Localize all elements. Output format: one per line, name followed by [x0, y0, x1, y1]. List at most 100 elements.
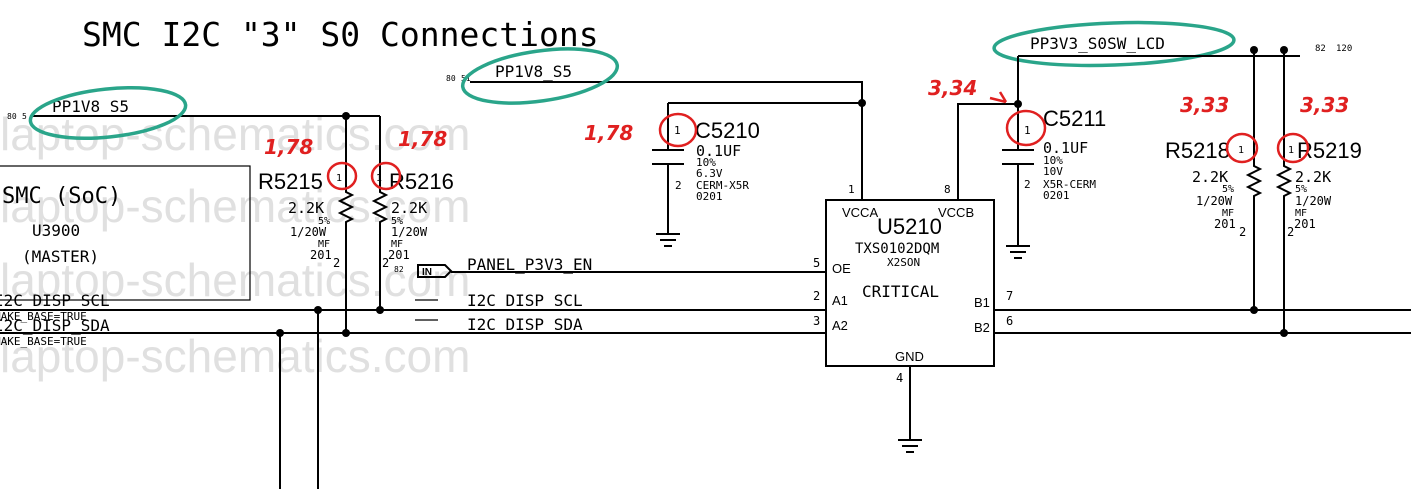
- c5210-value: 0.1UF: [696, 142, 741, 160]
- r5219-tol: 5%: [1295, 184, 1307, 195]
- c5211-capacitor-symbol: [1002, 149, 1034, 165]
- u5210-vccb-label: VCCB: [938, 205, 974, 220]
- panel-en-ref: 82: [394, 265, 404, 274]
- r5219-type: MF: [1295, 208, 1307, 219]
- u5210-a2-label: A2: [832, 318, 848, 333]
- make-base-1: MAKE_BASE=TRUE: [0, 310, 87, 323]
- net-label-sda-left: I2C_DISP_SDA: [0, 316, 110, 335]
- c5211-ground-icon: [1006, 245, 1030, 259]
- r5219-pkg: 201: [1294, 217, 1316, 231]
- r5218-pin1: 1: [1238, 145, 1244, 156]
- net-label-pp1v8-left: PP1V8_S5: [52, 97, 129, 116]
- c5210-pkg: 0201: [696, 190, 723, 203]
- c5211-ref: C5211: [1043, 106, 1106, 131]
- c5210-ground-icon: [656, 233, 680, 247]
- net-ref-pp1v8-left-a: 80: [7, 112, 17, 121]
- c5210-type: CERM-X5R: [696, 179, 749, 192]
- c5211-value: 0.1UF: [1043, 139, 1088, 157]
- r5215-value: 2.2K: [288, 199, 324, 217]
- u5210-gnd-label: GND: [895, 349, 924, 364]
- r5218-type: MF: [1222, 208, 1234, 219]
- r5216-pin2: 2: [382, 256, 389, 270]
- u5210-a1-label: A1: [832, 293, 848, 308]
- net-ref-pp3v3-a: 82: [1315, 44, 1326, 54]
- r5215-pin1: 1: [336, 173, 342, 184]
- net-label-scl-left: I2C_DISP_SCL: [0, 291, 110, 310]
- smc-block: [0, 165, 251, 301]
- r5219-pin1: 1: [1288, 145, 1294, 156]
- smc-name: SMC (SoC): [2, 184, 121, 209]
- r5218-ref: R5218: [1165, 138, 1230, 163]
- r5216-pin1: 1: [376, 173, 382, 184]
- circle-r5218-pin1: [1225, 132, 1259, 164]
- r5219-resistor-symbol: [1275, 50, 1293, 330]
- net-ref-pp1v8-left-b: 5: [22, 112, 27, 121]
- u5210-pin-b2: 6: [1006, 314, 1013, 328]
- net-label-panel-en: PANEL_P3V3_EN: [467, 255, 592, 274]
- c5211-voltage: 10V: [1043, 165, 1063, 178]
- r5215-tol: 5%: [318, 216, 330, 227]
- smc-role: (MASTER): [22, 247, 99, 266]
- annotation-r5219: 3,33: [1300, 93, 1349, 117]
- annotation-r5218: 3,33: [1180, 93, 1229, 117]
- junction-dot: [1280, 329, 1288, 337]
- circle-c5210-pin1: [658, 112, 698, 148]
- net-label-pp3v3: PP3V3_S0SW_LCD: [1030, 34, 1165, 53]
- c5211-type: X5R-CERM: [1043, 178, 1096, 191]
- u5210-oe-label: OE: [832, 261, 851, 276]
- r5218-value: 2.2K: [1192, 168, 1228, 186]
- u5210-part: TXS0102DQM: [855, 241, 939, 257]
- in-port-label: IN: [422, 267, 432, 278]
- make-base-2: MAKE_BASE=TRUE: [0, 335, 87, 348]
- r5216-type: MF: [391, 239, 403, 250]
- r5216-pkg: 201: [388, 248, 410, 262]
- r5219-pin2: 2: [1287, 225, 1294, 239]
- highlight-pp1v8-mid: [460, 47, 620, 105]
- c5210-voltage: 6.3V: [696, 167, 723, 180]
- net-label-scl: I2C_DISP_SCL: [467, 291, 583, 310]
- highlight-pp3v3: [992, 20, 1236, 68]
- u5210-pin-b1: 7: [1006, 289, 1013, 303]
- u5210-ground-icon: [898, 439, 922, 453]
- c5210-pin2: 2: [675, 179, 682, 192]
- r5216-power: 1/20W: [391, 225, 428, 239]
- c5211-tol: 10%: [1043, 154, 1063, 167]
- net-dash-marker: [415, 299, 438, 334]
- r5219-power: 1/20W: [1295, 194, 1332, 208]
- net-label-sda: I2C_DISP_SDA: [467, 315, 583, 334]
- u5210-pin-a1: 2: [813, 289, 820, 303]
- r5218-power: 1/20W: [1196, 194, 1233, 208]
- r5215-resistor-symbol: [337, 180, 355, 260]
- u5210-pkg: X2SON: [887, 256, 920, 269]
- watermark-text-3: laptop-schematics.com: [0, 254, 470, 306]
- annotation-r5216: 1,78: [398, 127, 447, 151]
- r5218-tol: 5%: [1222, 184, 1234, 195]
- c5211-pin1: 1: [1024, 124, 1031, 137]
- c5210-capacitor-symbol: [652, 149, 684, 165]
- u5210-pin-vccb: 8: [944, 183, 951, 196]
- r5215-pin2: 2: [333, 256, 340, 270]
- r5218-pin2: 2: [1239, 225, 1246, 239]
- r5219-value: 2.2K: [1295, 168, 1331, 186]
- c5210-pin1: 1: [674, 124, 681, 137]
- u5210-pin-oe: 5: [813, 256, 820, 270]
- page-title: SMC I2C "3" S0 Connections: [82, 15, 599, 54]
- wire-pp1v8-mid: [470, 81, 863, 200]
- c5211-pin2: 2: [1024, 178, 1031, 191]
- net-label-pp1v8-mid: PP1V8_S5: [495, 62, 572, 81]
- r5215-pkg: 201: [310, 248, 332, 262]
- annotation-c5210: 1,78: [584, 121, 633, 145]
- smc-ref: U3900: [32, 221, 80, 240]
- u5210-ref: U5210: [877, 214, 942, 239]
- circle-r5219-pin1: [1276, 132, 1310, 164]
- junction-dot: [1250, 306, 1258, 314]
- c5210-tol: 10%: [696, 156, 716, 169]
- u5210-note: CRITICAL: [862, 282, 939, 301]
- circle-r5216-pin1: [370, 161, 402, 191]
- red-annotations: 1,78 1,78 1,78 3,34 3,33 3,33: [264, 76, 1349, 191]
- circle-c5211-pin1: [1005, 109, 1047, 147]
- highlight-pp1v8-left: [28, 86, 188, 140]
- u5210-b1-label: B1: [974, 295, 990, 310]
- u5210-pin-a2: 3: [813, 314, 820, 328]
- in-port-flag: [417, 264, 453, 278]
